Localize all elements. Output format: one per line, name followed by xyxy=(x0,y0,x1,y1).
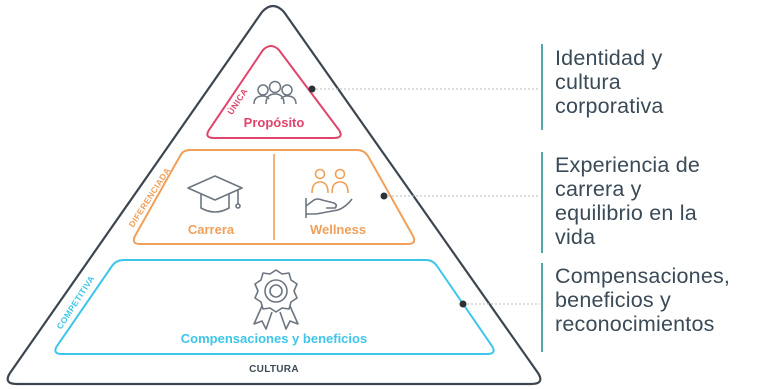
annotation-identity: Identidad y cultura corporativa xyxy=(555,46,664,118)
care-hand-people-icon xyxy=(305,168,353,218)
graduation-cap-icon xyxy=(187,175,243,213)
annotation-line: Compensaciones, xyxy=(555,264,731,288)
award-badge-icon xyxy=(253,269,299,330)
middle-tier-shape xyxy=(132,149,416,245)
connector-middle xyxy=(380,192,540,200)
connector-top xyxy=(308,85,540,93)
annotation-compensation: Compensaciones, beneficios y reconocimie… xyxy=(555,264,730,336)
people-group-icon xyxy=(253,80,297,105)
top-tier-shape xyxy=(206,45,342,139)
bottom-tier-title: Compensaciones y beneficios xyxy=(181,331,367,346)
bottom-tier-side-label: COMPETITIVA xyxy=(54,274,96,331)
annotation-line: cultura xyxy=(555,70,621,94)
annotation-line: reconocimientos xyxy=(555,312,715,336)
connector-bottom xyxy=(459,300,540,308)
middle-left-title: Carrera xyxy=(188,222,235,237)
annotation-line: carrera y xyxy=(555,177,642,201)
pyramid-outline xyxy=(6,4,542,386)
annotation-experience: Experiencia de carrera y equilibrio en l… xyxy=(555,153,700,249)
base-label: CULTURA xyxy=(249,364,299,375)
top-tier-title: Propósito xyxy=(244,115,305,130)
middle-right-title: Wellness xyxy=(310,222,366,237)
bottom-tier-shape xyxy=(54,259,495,355)
annotation-line: equilibrio en la xyxy=(555,201,697,225)
annotation-line: beneficios y xyxy=(555,288,671,312)
annotation-line: Experiencia de xyxy=(555,153,701,177)
annotation-line: vida xyxy=(555,225,596,249)
annotation-line: Identidad y xyxy=(555,46,663,70)
annotation-line: corporativa xyxy=(555,94,664,118)
